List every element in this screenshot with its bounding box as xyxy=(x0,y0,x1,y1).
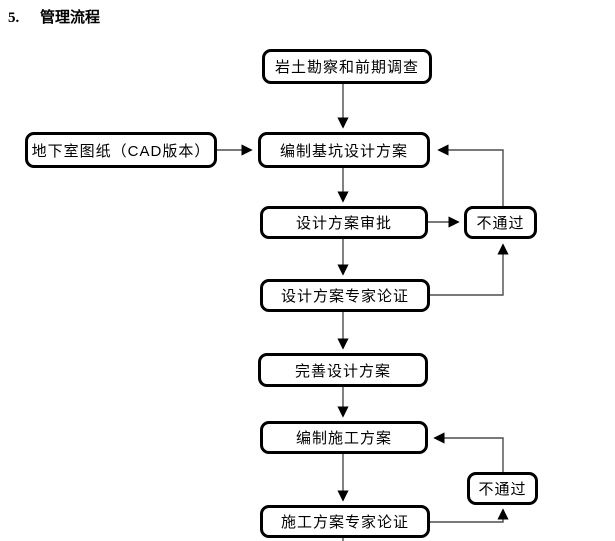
section-number: 5. xyxy=(8,10,20,26)
flow-node-label: 编制施工方案 xyxy=(295,430,392,447)
flow-node-label: 设计方案审批 xyxy=(295,215,392,232)
flow-node-label: 地下室图纸（CAD版本） xyxy=(31,142,211,160)
section-heading: 5. 管理流程 xyxy=(8,6,100,27)
flow-node-label: 编制基坑设计方案 xyxy=(279,142,408,160)
flow-node-not-passed-1: 不通过 xyxy=(464,206,537,239)
flow-node-not-passed-2: 不通过 xyxy=(467,472,538,505)
flow-node-geotech-survey: 岩土勘察和前期调查 xyxy=(262,49,432,84)
edge-expert-to-fail1 xyxy=(430,243,509,296)
flow-node-label: 完善设计方案 xyxy=(294,362,391,380)
flow-node-design-approval: 设计方案审批 xyxy=(260,206,428,239)
flow-node-basement-cad-drawing: 地下室图纸（CAD版本） xyxy=(25,132,217,168)
flow-node-label: 不通过 xyxy=(476,215,525,232)
flow-node-label: 岩土勘察和前期调查 xyxy=(274,59,419,76)
edge-fail1-back-to-design xyxy=(437,144,504,206)
flow-node-construction-expert-review: 施工方案专家论证 xyxy=(260,505,430,538)
flow-node-label: 施工方案专家论证 xyxy=(280,514,409,531)
edge-expert2-to-fail2 xyxy=(430,508,509,523)
section-title: 管理流程 xyxy=(40,10,101,26)
flow-node-improve-design-plan: 完善设计方案 xyxy=(258,353,428,387)
flow-node-label: 不通过 xyxy=(478,481,527,498)
flow-node-design-expert-review: 设计方案专家论证 xyxy=(260,279,430,312)
flow-node-pit-design-plan: 编制基坑设计方案 xyxy=(258,132,430,168)
flow-node-construction-plan: 编制施工方案 xyxy=(260,421,428,454)
flow-node-label: 设计方案专家论证 xyxy=(280,288,409,305)
edge-fail2-back-to-construction xyxy=(433,432,504,472)
